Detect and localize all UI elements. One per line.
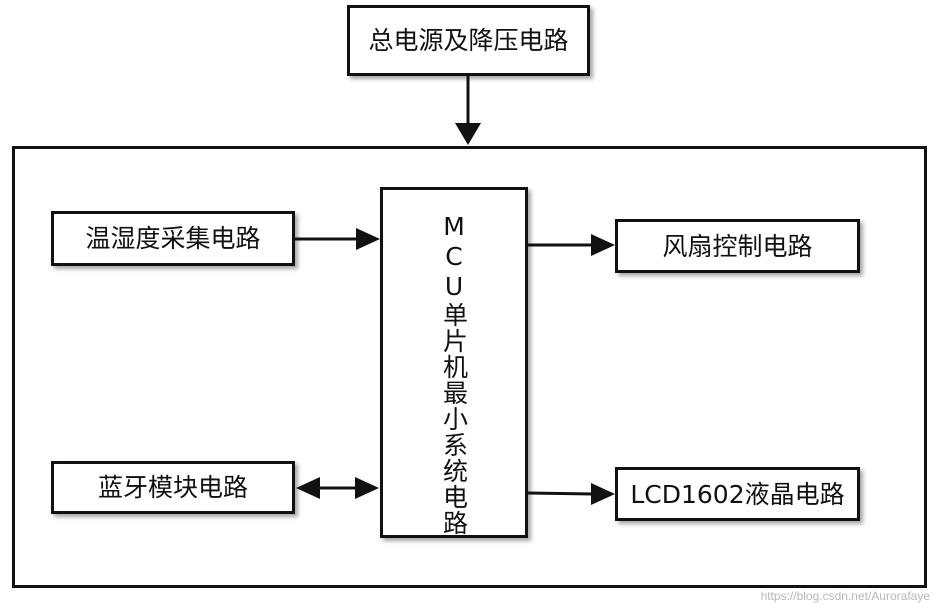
fan-control-block: 风扇控制电路 <box>615 219 860 273</box>
bluetooth-block: 蓝牙模块电路 <box>51 461 295 514</box>
arrow-mcu-to-lcd <box>527 483 615 505</box>
lcd-display-block: LCD1602液晶电路 <box>615 467 860 521</box>
temp-humidity-block: 温湿度采集电路 <box>51 211 295 266</box>
arrow-power-to-system <box>455 76 481 145</box>
arrow-bluetooth-mcu-bidirectional <box>296 477 379 499</box>
mcu-block: MCU单片机最小系统电路 <box>380 187 528 538</box>
arrow-mcu-to-fan <box>528 234 615 256</box>
arrow-sensor-to-mcu <box>295 228 380 250</box>
power-supply-block: 总电源及降压电路 <box>347 5 590 76</box>
watermark-text: https://blog.csdn.net/Aurorafaye <box>760 589 930 603</box>
